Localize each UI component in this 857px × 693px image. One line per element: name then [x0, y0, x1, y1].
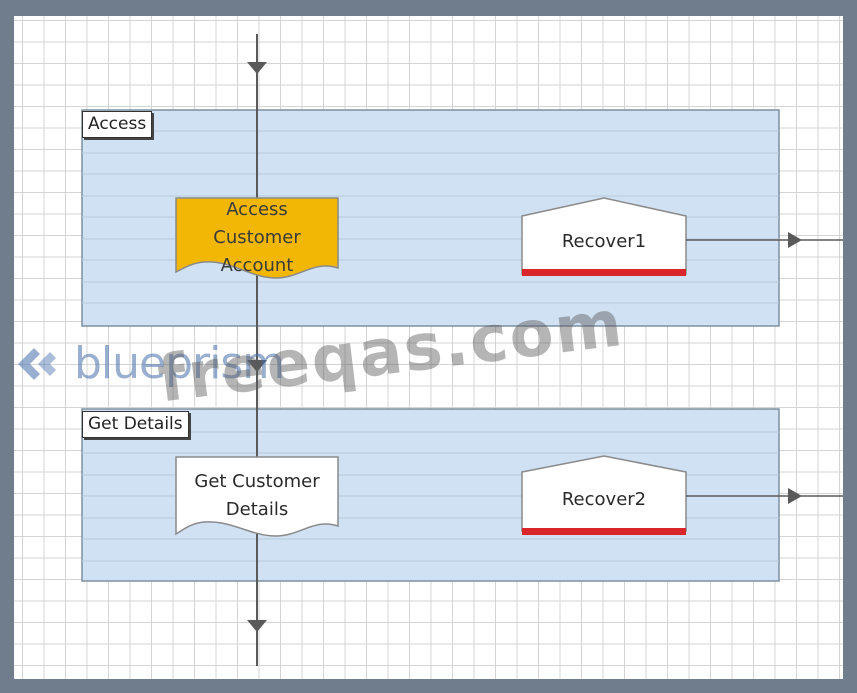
- flow-arrow-middle: [247, 360, 267, 372]
- stage-line: Get Customer: [194, 471, 320, 492]
- block-label-get-details[interactable]: Get Details: [82, 411, 189, 439]
- flow-arrow-bottom: [247, 620, 267, 632]
- stage-label-recover2: Recover2: [561, 489, 647, 510]
- stage-line: Access: [226, 199, 288, 220]
- recover2-bar: [522, 528, 686, 535]
- stage-label-get-customer-details: Get Customer Details: [176, 468, 338, 524]
- stage-label-access-customer-account: Access Customer Account: [176, 196, 338, 280]
- stage-recover1[interactable]: [521, 197, 687, 275]
- stage-line: Details: [225, 498, 289, 520]
- stage-get-customer-details[interactable]: [175, 456, 339, 537]
- stage-access-customer-account[interactable]: [175, 197, 339, 279]
- flow-arrow-top: [247, 62, 267, 74]
- process-diagram: [81, 34, 843, 666]
- process-diagram-canvas[interactable]: Access Get Details Access Customer Accou…: [14, 16, 843, 679]
- stage-recover2[interactable]: [521, 455, 687, 532]
- stage-label-recover1: Recover1: [561, 231, 647, 252]
- recover2-exit-arrow: [788, 488, 802, 504]
- stage-line: Customer: [213, 226, 301, 248]
- recover1-bar: [522, 269, 686, 276]
- stage-line: Account: [220, 254, 294, 276]
- block-label-access[interactable]: Access: [82, 111, 153, 139]
- recover1-exit-arrow: [788, 232, 802, 248]
